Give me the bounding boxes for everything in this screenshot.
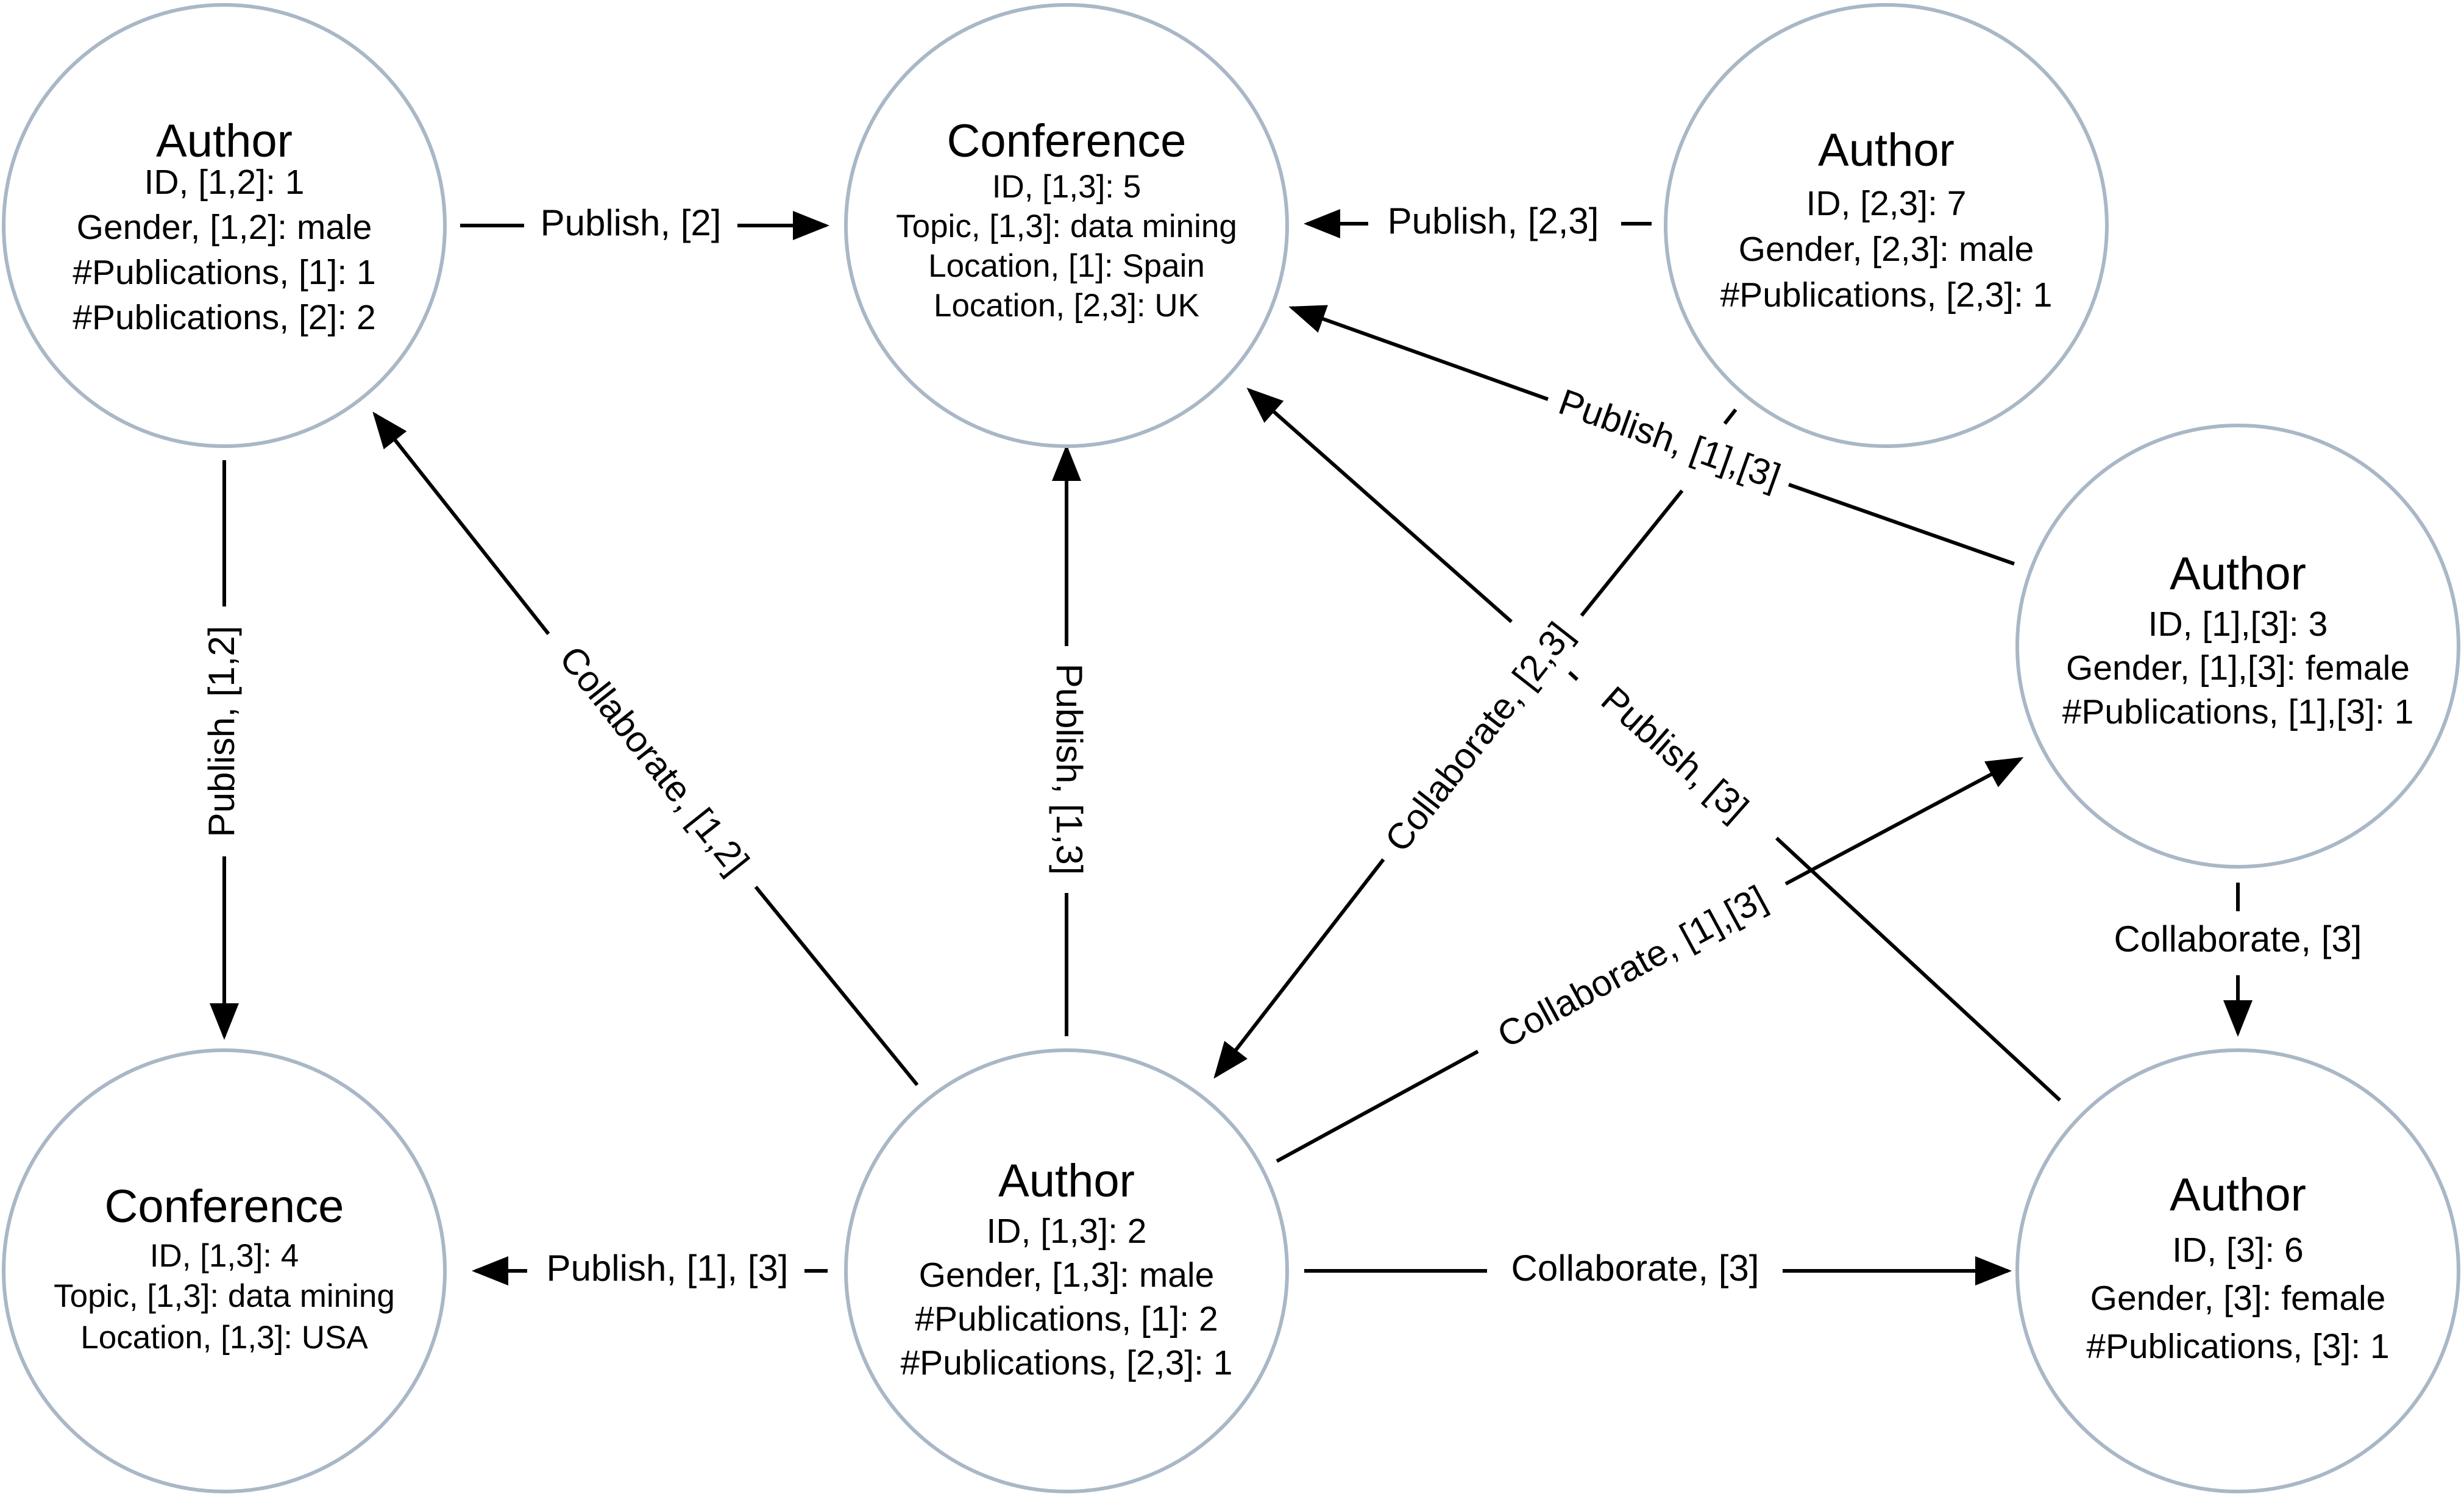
edge-label-publish: Publish, [2,3] — [1388, 201, 1599, 241]
node-author-7: Author ID, [2,3]: 7 Gender, [2,3]: male … — [1664, 3, 2109, 448]
node-attribute: Topic, [1,3]: data mining — [54, 1278, 395, 1314]
node-conference-4: Conference ID, [1,3]: 4 Topic, [1,3]: da… — [2, 1048, 447, 1493]
node-attribute: ID, [1,3]: 5 — [992, 169, 1141, 205]
edge-label-publish: Publish, [1,3] — [1049, 664, 1090, 875]
node-attribute: Location, [1,3]: USA — [80, 1320, 368, 1356]
node-attribute: ID, [1,3]: 2 — [987, 1212, 1147, 1251]
edge-author2-author6: Collaborate, [3] — [1304, 1248, 2012, 1289]
node-title: Author — [2170, 548, 2306, 600]
node-title: Conference — [947, 115, 1187, 167]
node-attribute: #Publications, [3]: 1 — [2086, 1327, 2389, 1366]
node-author-1: Author ID, [1,2]: 1 Gender, [1,2]: male … — [2, 3, 447, 448]
node-title: Author — [1818, 124, 1955, 176]
node-attribute: ID, [1],[3]: 3 — [2148, 605, 2328, 644]
edge-author2-author1: Collaborate, [1,2] — [372, 411, 919, 1086]
node-attribute: #Publications, [1]: 1 — [73, 253, 375, 292]
edge-label-collaborate: Collaborate, [1],[3] — [1491, 878, 1773, 1056]
edge-label-collaborate: Collaborate, [2,3] — [1377, 614, 1580, 859]
node-attribute: ID, [1,3]: 4 — [150, 1238, 299, 1274]
edge-label-collaborate: Collaborate, [3] — [2114, 919, 2362, 959]
edge-label-collaborate: Collaborate, [3] — [1511, 1248, 1759, 1289]
edge-author7-conference5: Publish, [2,3] — [1304, 201, 1652, 241]
node-attribute: ID, [1,2]: 1 — [144, 163, 305, 202]
nodes: Author ID, [1,2]: 1 Gender, [1,2]: male … — [2, 3, 2460, 1493]
node-attribute: #Publications, [2,3]: 1 — [900, 1343, 1232, 1382]
node-attribute: Location, [2,3]: UK — [934, 288, 1199, 324]
node-attribute: #Publications, [1]: 2 — [915, 1300, 1218, 1339]
node-attribute: #Publications, [2,3]: 1 — [1720, 276, 2052, 315]
edge-label-publish: Publish, [1,2] — [201, 626, 242, 837]
node-conference-5: Conference ID, [1,3]: 5 Topic, [1,3]: da… — [844, 3, 1289, 448]
node-attribute: #Publications, [1],[3]: 1 — [2062, 692, 2414, 731]
node-attribute: Gender, [1,3]: male — [919, 1256, 1215, 1295]
edge-label-publish: Publish, [3] — [1594, 678, 1756, 829]
edge-label-publish: Publish, [2] — [541, 202, 722, 243]
edge-author2-conference5: Publish, [1,3] — [1049, 444, 1090, 1036]
node-author-6: Author ID, [3]: 6 Gender, [3]: female #P… — [2015, 1048, 2460, 1493]
node-attribute: Topic, [1,3]: data mining — [896, 208, 1237, 244]
node-attribute: Gender, [3]: female — [2090, 1279, 2386, 1318]
node-attribute: #Publications, [2]: 2 — [73, 298, 375, 337]
node-attribute: Gender, [1],[3]: female — [2066, 649, 2410, 688]
edge-label-publish: Publish, [1], [3] — [547, 1248, 789, 1289]
node-author-2: Author ID, [1,3]: 2 Gender, [1,3]: male … — [844, 1048, 1289, 1493]
node-attribute: Location, [1]: Spain — [928, 248, 1205, 284]
node-author-3: Author ID, [1],[3]: 3 Gender, [1],[3]: f… — [2015, 424, 2460, 869]
edge-author1-conference4: Publish, [1,2] — [201, 460, 242, 1040]
edge-author1-conference5: Publish, [2] — [460, 202, 829, 243]
edge-author3-author6: Collaborate, [3] — [2114, 883, 2362, 1037]
node-attribute: ID, [3]: 6 — [2172, 1231, 2303, 1270]
edge-label-collaborate: Collaborate, [1,2] — [552, 638, 757, 881]
node-title: Author — [156, 115, 293, 167]
node-title: Author — [998, 1155, 1135, 1207]
node-title: Conference — [105, 1181, 344, 1232]
edge-author2-conference4: Publish, [1], [3] — [472, 1248, 828, 1289]
edge-author6-conference5: Publish, [3] — [1246, 388, 2062, 1102]
node-attribute: Gender, [2,3]: male — [1739, 230, 2034, 269]
node-attribute: Gender, [1,2]: male — [77, 208, 372, 247]
node-attribute: ID, [2,3]: 7 — [1806, 184, 1967, 223]
node-title: Author — [2170, 1169, 2306, 1221]
